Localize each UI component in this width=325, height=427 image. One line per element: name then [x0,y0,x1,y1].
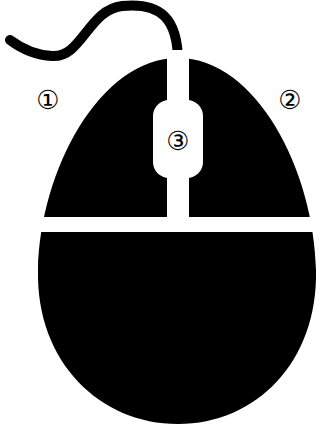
scroll-wheel [153,100,203,178]
callout-number: ② [278,87,301,113]
mouse-body [38,58,316,424]
mouse-cable [10,5,178,62]
callout-number: ① [36,87,59,113]
callout-number: ③ [166,128,189,154]
button-divider [167,50,189,220]
button-gap [0,217,325,232]
